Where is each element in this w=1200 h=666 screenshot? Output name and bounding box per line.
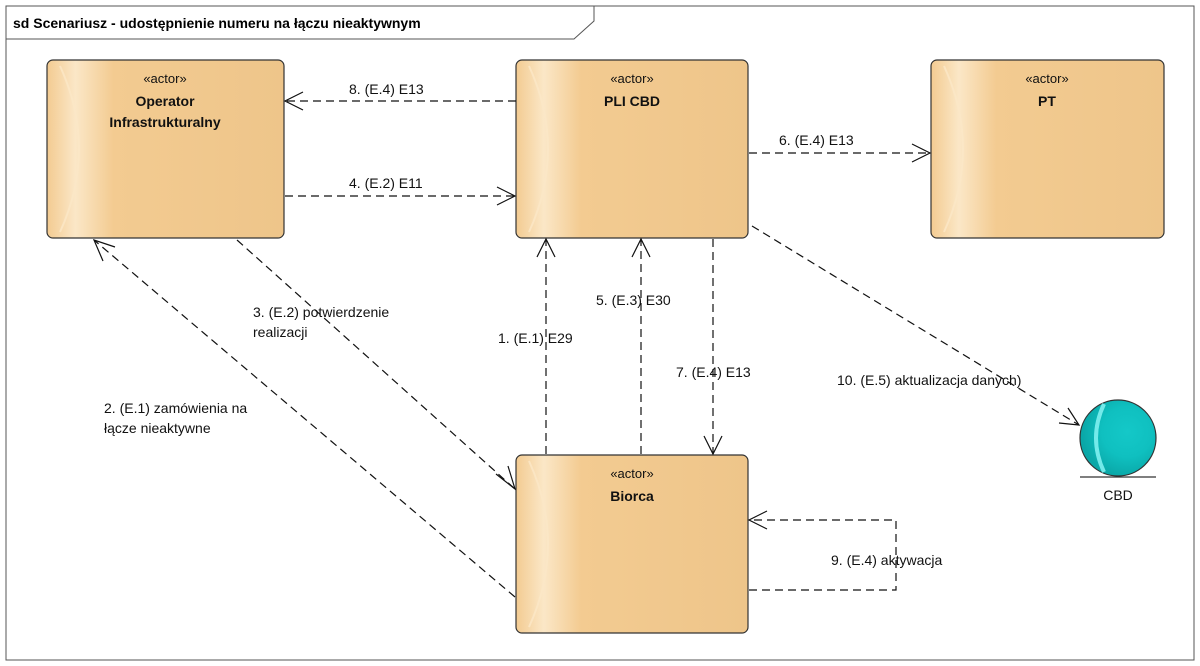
actor-name: PLI CBD [604, 93, 660, 109]
actor-operator-infrastrukturalny[interactable]: «actor» Operator Infrastrukturalny [46, 59, 285, 239]
message-10[interactable]: 10. (E.5) aktualizacja danych) [751, 225, 1081, 426]
actor-highlight [59, 65, 80, 233]
arrow-head [703, 435, 723, 456]
message-1[interactable]: 1. (E.1) E29 [498, 237, 573, 454]
message-label: 8. (E.4) E13 [349, 81, 424, 97]
actor-pt[interactable]: «actor» PT [930, 59, 1165, 239]
message-label: 9. (E.4) aktywacja [831, 552, 942, 568]
message-label: 4. (E.2) E11 [349, 175, 423, 191]
message-7[interactable]: 7. (E.4) E13 [676, 239, 751, 456]
message-4[interactable]: 4. (E.2) E11 [285, 175, 517, 206]
message-6[interactable]: 6. (E.4) E13 [749, 132, 932, 163]
message-2[interactable]: 2. (E.1) zamówienia na łącze nieaktywne [92, 239, 516, 598]
message-label: 1. (E.1) E29 [498, 330, 573, 346]
actor-box [930, 59, 1165, 239]
message-9[interactable]: 9. (E.4) aktywacja [747, 510, 942, 591]
actor-name: Biorca [610, 488, 654, 504]
message-3[interactable]: 3. (E.2) potwierdzenie realizacji [236, 239, 517, 491]
frame-title-tab [5, 5, 595, 40]
actor-highlight [943, 65, 964, 233]
message-label: 10. (E.5) aktualizacja danych) [837, 372, 1021, 388]
actor-name-line2: Infrastrukturalny [109, 114, 220, 130]
arrow-head [495, 465, 517, 491]
arrow-head [92, 239, 116, 262]
entity-cbd[interactable]: CBD [1079, 399, 1157, 503]
arrow-head [911, 143, 932, 163]
frame-title: sd Scenariusz - udostępnienie numeru na … [13, 15, 421, 31]
message-label-line2: realizacji [253, 324, 307, 340]
actor-box [46, 59, 285, 239]
message-5[interactable]: 5. (E.3) E30 [596, 237, 671, 454]
arrow-head [747, 510, 768, 530]
actor-pli-cbd[interactable]: «actor» PLI CBD [515, 59, 749, 239]
actor-stereotype: «actor» [143, 71, 186, 86]
message-label: 7. (E.4) E13 [676, 364, 751, 380]
message-label-line1: 3. (E.2) potwierdzenie [253, 304, 389, 320]
arrow-head [496, 186, 517, 206]
arrow-head [283, 91, 304, 111]
arrow-head [631, 237, 651, 258]
entity-highlight [1094, 403, 1106, 473]
actor-biorca[interactable]: «actor» Biorca [515, 454, 749, 634]
entity-circle-icon [1079, 399, 1157, 477]
actor-stereotype: «actor» [610, 71, 653, 86]
arrow-head [536, 237, 556, 258]
actor-box [515, 454, 749, 634]
actor-name-line1: Operator [135, 93, 195, 109]
message-8[interactable]: 8. (E.4) E13 [283, 81, 516, 111]
actor-stereotype: «actor» [1025, 71, 1068, 86]
message-label: 6. (E.4) E13 [779, 132, 854, 148]
actor-box [515, 59, 749, 239]
actor-name: PT [1038, 93, 1056, 109]
actor-highlight [528, 65, 549, 233]
message-label: 5. (E.3) E30 [596, 292, 671, 308]
actor-highlight [528, 460, 549, 628]
actor-stereotype: «actor» [610, 466, 653, 481]
arrow-head [1058, 407, 1081, 426]
entity-name: CBD [1103, 487, 1133, 503]
message-label-line2: łącze nieaktywne [104, 420, 211, 436]
message-label-line1: 2. (E.1) zamówienia na [104, 400, 247, 416]
